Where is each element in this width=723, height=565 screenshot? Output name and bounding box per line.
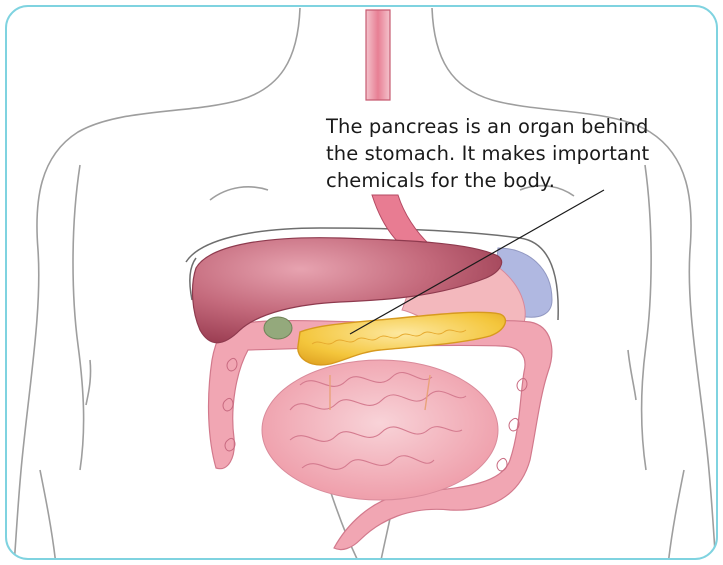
gallbladder xyxy=(264,317,292,339)
small-intestine xyxy=(262,360,498,500)
callout-line-1: The pancreas is an organ behind xyxy=(326,113,716,140)
callout-line-3: chemicals for the body. xyxy=(326,167,716,194)
pancreas xyxy=(298,312,506,365)
callout-line-2: the stomach. It makes important xyxy=(326,140,716,167)
pancreas-callout: The pancreas is an organ behind the stom… xyxy=(326,113,716,194)
